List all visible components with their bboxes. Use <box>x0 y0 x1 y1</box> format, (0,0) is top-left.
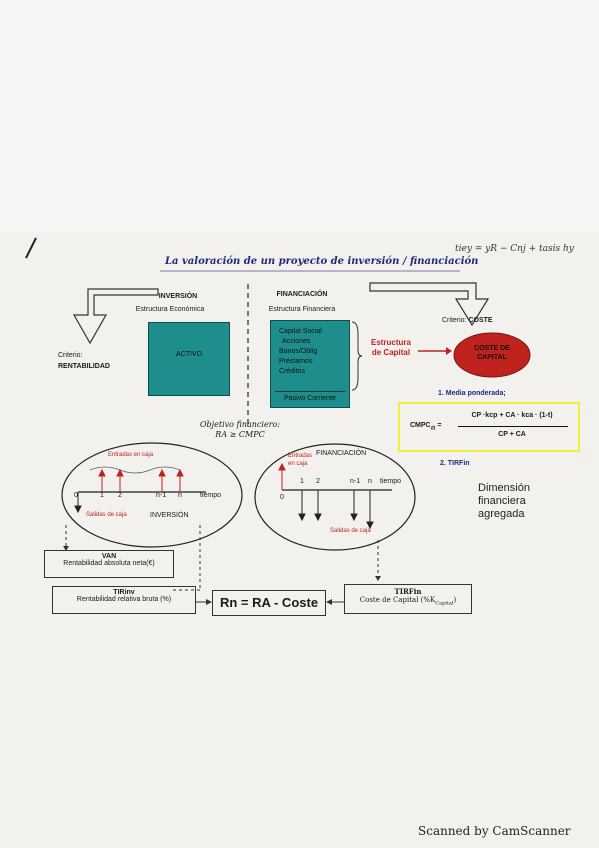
inversion-ellipse <box>61 442 243 548</box>
inv-tick-2: 2 <box>118 492 122 499</box>
fin-entradas-label: Entradas en caja <box>288 452 312 468</box>
dimension-line: agregada <box>478 508 525 520</box>
coste-capital-label: COSTE DE CAPITAL <box>452 344 532 362</box>
tirinv-desc: Rentabilidad relativa bruta (%) <box>76 596 172 603</box>
capital-brace <box>351 321 363 391</box>
fin-tick-1: 1 <box>300 478 304 485</box>
inv-entradas-arrows <box>98 468 184 492</box>
activo-label: ACTIVO <box>175 351 203 358</box>
formula-equals: = <box>437 422 442 429</box>
slash-mark <box>25 237 37 259</box>
inv-tiempo: tiempo <box>200 492 222 499</box>
financiacion-ellipse <box>254 443 416 551</box>
van-desc: Rentabilidad absoluta neta(€) <box>63 560 155 567</box>
inversion-subtitle: Estructura Económica <box>135 306 205 313</box>
fin-salidas-label: Salidas de caja <box>330 528 371 534</box>
fin-tick-0: 0 <box>280 494 284 501</box>
scan-top-band <box>0 0 599 232</box>
van-box: VAN Rentabilidad absoluta neta(€) <box>44 550 174 578</box>
fin-entradas-line: Entradas <box>288 453 313 459</box>
pasivo-items: Capital Social Acciones Bonos/Oblig Prés… <box>279 327 322 377</box>
tirfin-box-desc-sub: Capital <box>435 600 454 607</box>
rn-box: Rn = RA - Coste <box>212 590 326 616</box>
pasivo-item: Bonos/Oblig <box>279 348 318 355</box>
formula-box: CMPCdt = CP ·kcp + CA · kca · (1-t) CP +… <box>398 402 580 452</box>
arrow-to-rentabilidad <box>72 288 159 345</box>
inversion-title: INVERSIÓN <box>158 293 198 300</box>
fin-tick-2: 2 <box>316 478 320 485</box>
criterio-right-value: COSTE <box>468 317 493 324</box>
financiacion-title: FINANCIACIÓN <box>276 291 328 298</box>
inv-tick-n: n <box>178 492 182 499</box>
estructura-line: de Capital <box>371 348 411 357</box>
financiacion-subtitle: Estructura Financiera <box>268 306 336 313</box>
inv-tick-0: 0 <box>74 492 78 499</box>
scanner-footer: Scanned by CamScanner <box>418 824 571 838</box>
dimension-line: Dimensión <box>478 482 530 494</box>
media-ponderada: 1. Media ponderada; <box>438 390 506 397</box>
fin-tiempo: tiempo <box>380 478 402 485</box>
tirfin-item: 2. TIRFin <box>440 460 470 467</box>
fin-entradas-line: en caja <box>288 461 308 467</box>
inv-wave <box>89 466 181 474</box>
criterio-left-value: RENTABILIDAD <box>58 363 110 370</box>
tirfin-box: TIRFin Coste de Capital (%KCapital) <box>344 584 472 614</box>
inv-tick-1: 1 <box>100 492 104 499</box>
formula-fraction-bar <box>458 426 568 427</box>
inv-salidas-label: Salidas de caja <box>86 512 127 518</box>
tirinv-box: TIRinv Rentabilidad relativa bruta (%) <box>52 586 196 614</box>
inv-tick-n1: n-1 <box>156 492 167 499</box>
pasivo-box: Capital Social Acciones Bonos/Oblig Prés… <box>270 320 350 408</box>
formula-lhs: CMPCdt = <box>410 422 441 431</box>
objetivo-line: RA ≥ CMPC <box>215 430 265 439</box>
tirfin-box-desc-main: Coste de Capital (%K <box>359 596 436 604</box>
rn-formula: Rn = RA - Coste <box>219 595 319 610</box>
inv-ellipse-label: INVERSIÓN <box>150 512 189 519</box>
criterio-right: Criterio: COSTE <box>442 317 493 324</box>
criterio-left-label: Criterio: <box>58 352 83 359</box>
pasivo-item: Capital Social <box>279 328 322 335</box>
pasivo-divider <box>275 391 345 392</box>
fin-ellipse-label: FINANCIACIÓN <box>316 450 367 457</box>
tirinv-title: TIRinv <box>113 589 135 596</box>
arrow-to-coste-capital <box>418 347 452 355</box>
fin-entrada-arrow <box>278 462 286 490</box>
dimension-line: financiera <box>478 495 526 507</box>
pasivo-corriente: Pasivo Corriente <box>284 395 336 402</box>
formula-denominator: CP + CA <box>498 431 526 438</box>
formula-lhs-sub: dt <box>430 425 436 432</box>
activo-box: ACTIVO <box>148 322 230 396</box>
fin-salidas-arrows <box>298 490 374 530</box>
coste-line: COSTE DE <box>474 345 510 352</box>
dimension-label: Dimensión financiera agregada <box>478 482 530 521</box>
fin-tick-n1: n-1 <box>350 478 361 485</box>
fin-tick-n: n <box>368 478 372 485</box>
objetivo-financiero: Objetivo financiero: RA ≥ CMPC <box>180 420 300 440</box>
arrow-to-coste <box>369 282 490 327</box>
formula-lhs-main: CMPC <box>410 422 431 429</box>
title-underline <box>160 270 460 272</box>
pasivo-item: Préstamos <box>279 358 313 365</box>
coste-line: CAPITAL <box>477 354 507 361</box>
inv-entradas-label: Entradas en caja <box>108 452 154 458</box>
tirfin-box-title: TIRFin <box>394 587 422 596</box>
coste-capital-ellipse <box>453 332 531 378</box>
tirfin-box-desc-close: ) <box>453 596 457 604</box>
criterio-right-label: Criterio: <box>442 317 467 324</box>
handwritten-note: tiey = yR − Cnj + tasis hy <box>455 244 574 254</box>
tirfin-box-desc: Coste de Capital (%KCapital) <box>345 596 471 606</box>
inv-salida-arrow <box>74 492 82 514</box>
pasivo-item: Créditos <box>279 368 306 375</box>
formula-numerator: CP ·kcp + CA · kca · (1-t) <box>471 412 553 419</box>
page-title: La valoración de un proyecto de inversió… <box>165 256 479 267</box>
van-title: VAN <box>101 553 117 560</box>
estructura-line: Estructura <box>370 338 411 347</box>
objetivo-line: Objetivo financiero: <box>199 420 281 429</box>
pasivo-item: Acciones <box>282 338 311 345</box>
estructura-capital: Estructura de Capital <box>366 338 416 358</box>
